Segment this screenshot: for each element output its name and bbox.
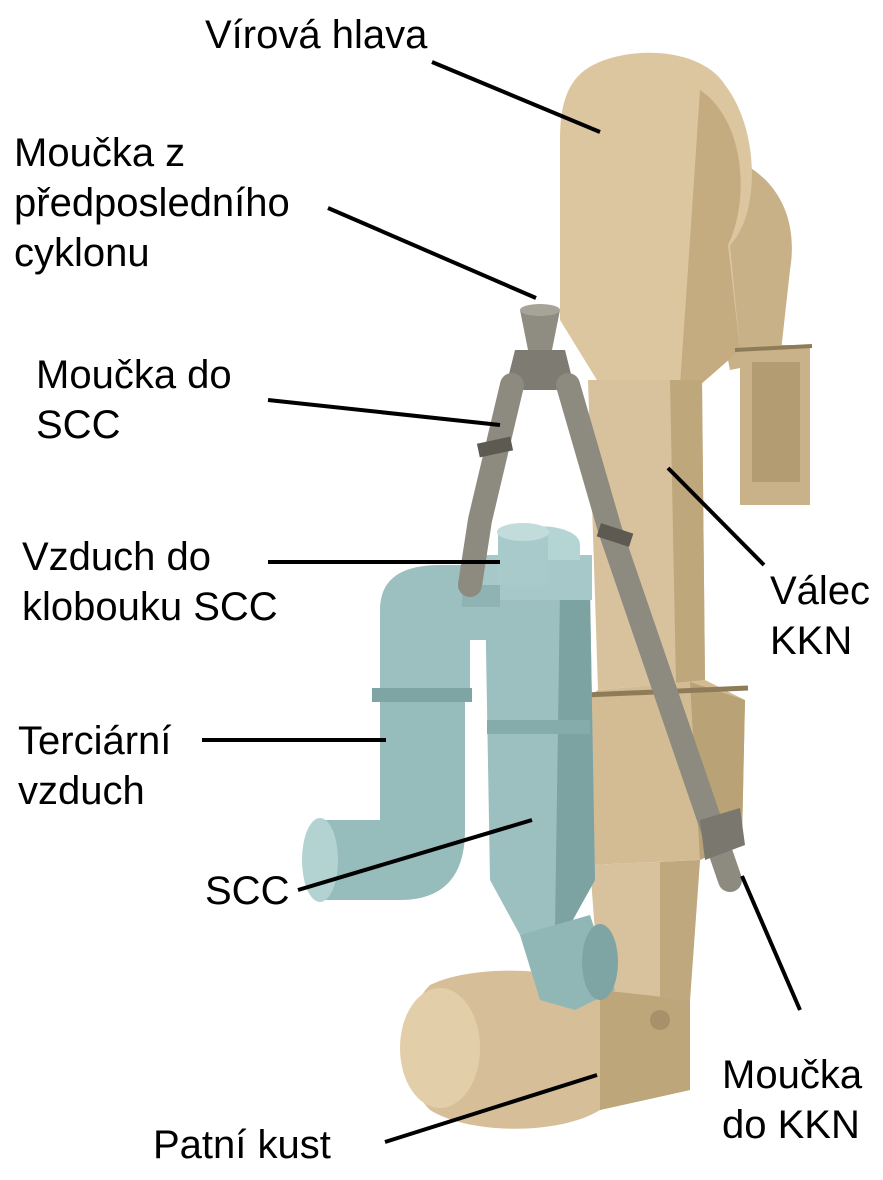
label-line: Moučka z bbox=[14, 128, 290, 178]
tower-cylinder-upper-shade bbox=[670, 380, 705, 684]
foot-piece-shade bbox=[600, 990, 690, 1110]
tertiary-air-flange bbox=[372, 688, 472, 702]
tertiary-air-duct bbox=[320, 700, 465, 900]
leader-moucka-do-scc bbox=[268, 400, 500, 425]
scc-outlet-flange bbox=[582, 924, 618, 1000]
label-line: do KKN bbox=[722, 1100, 862, 1150]
label-line: vzduch bbox=[18, 766, 171, 816]
label-line: předposledního bbox=[14, 178, 290, 228]
label-tercialni-vzduch: Terciární vzduch bbox=[18, 716, 171, 816]
tertiary-air-duct-end bbox=[302, 818, 338, 902]
label-valec-kkn: Válec KKN bbox=[770, 566, 870, 666]
tertiary-inlet-opening bbox=[752, 362, 800, 482]
foot-piece-port bbox=[650, 1010, 670, 1030]
label-line: Válec bbox=[770, 566, 870, 616]
tower-lower-shade bbox=[660, 860, 700, 1000]
label-moucka-do-scc: Moučka do SCC bbox=[36, 350, 232, 450]
label-line: Moučka do bbox=[36, 350, 232, 400]
label-patni-kust: Patní kust bbox=[153, 1120, 331, 1170]
label-line: Vzduch do bbox=[22, 532, 278, 582]
label-virova-hlava: Vírová hlava bbox=[205, 10, 427, 60]
leader-moucka-z-predposledniho bbox=[328, 208, 536, 298]
meal-hopper-top bbox=[520, 304, 560, 316]
scc-chamber bbox=[302, 523, 618, 1010]
scc-vessel-shade bbox=[555, 590, 595, 928]
label-scc: SCC bbox=[205, 866, 289, 916]
scc-top-cap-lid bbox=[497, 523, 549, 541]
label-moucka-z-predposledniho: Moučka z předposledního cyklonu bbox=[14, 128, 290, 278]
label-line: Vírová hlava bbox=[205, 10, 427, 60]
label-line: Terciární bbox=[18, 716, 171, 766]
label-line: Patní kust bbox=[153, 1120, 331, 1170]
label-line: KKN bbox=[770, 616, 870, 666]
leader-moucka-do-kkn bbox=[742, 876, 800, 1010]
scc-vessel-band bbox=[487, 720, 590, 734]
label-line: klobouku SCC bbox=[22, 582, 278, 632]
label-line: SCC bbox=[36, 400, 232, 450]
foot-piece-end bbox=[400, 988, 480, 1108]
label-vzduch-do-klobouku: Vzduch do klobouku SCC bbox=[22, 532, 278, 632]
label-line: SCC bbox=[205, 866, 289, 916]
label-line: Moučka bbox=[722, 1050, 862, 1100]
label-line: cyklonu bbox=[14, 228, 290, 278]
label-moucka-do-kkn: Moučka do KKN bbox=[722, 1050, 862, 1150]
